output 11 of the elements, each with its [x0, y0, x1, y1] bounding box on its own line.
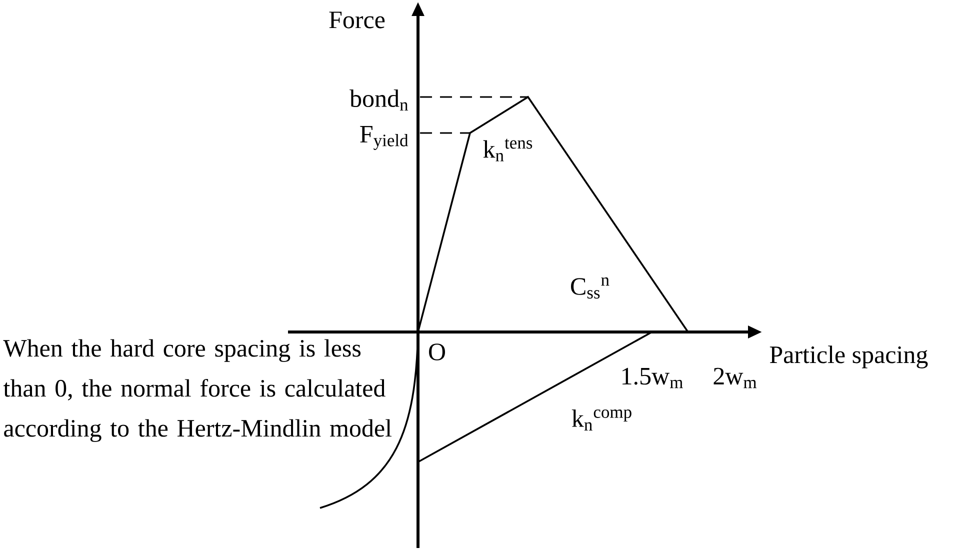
axis-title: Force	[329, 12, 385, 28]
stiffness-label: k$_{n}$comp	[572, 409, 632, 431]
tick-label: 2w$_{m}$	[714, 368, 757, 388]
axis-title: Particle spacing	[770, 346, 928, 368]
force-level-label: bond$_{n}$	[350, 89, 408, 111]
tick-label: 1.5w$_{m}$	[622, 368, 683, 388]
stiffness-label: k$_{n}$tens	[483, 138, 532, 162]
note-text: When the hard core spacing is less than 0, the normal force is calculated according to the Hertz-Mindlin model	[3, 339, 392, 442]
force-level-label: F$_{yield}$	[360, 126, 408, 150]
origin-label: O	[429, 344, 445, 360]
region-label: C$_{ss}$n	[571, 277, 610, 299]
